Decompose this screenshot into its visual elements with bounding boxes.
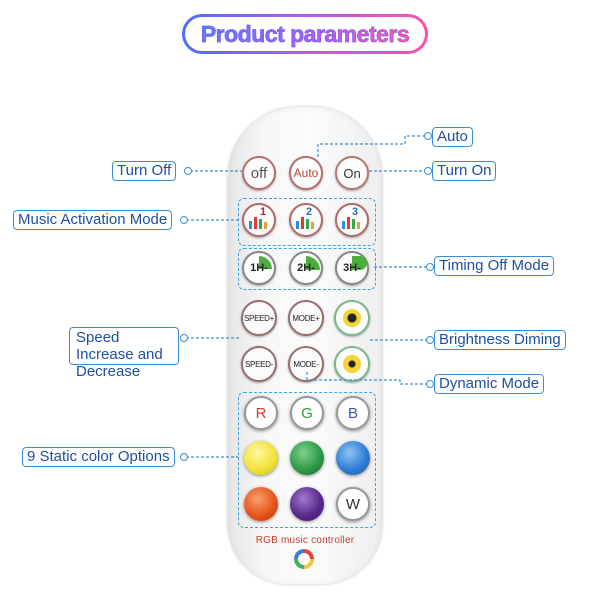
- label-dot: [426, 336, 434, 344]
- auto-label: Auto: [432, 127, 473, 147]
- mode-down-button[interactable]: MODE-: [288, 346, 324, 382]
- on-button[interactable]: On: [335, 156, 369, 190]
- timer-3h-button[interactable]: 3H-: [335, 251, 369, 285]
- music-activation-label: Music Activation Mode: [13, 210, 173, 230]
- brand-text: RGB music controller: [255, 535, 355, 546]
- equalizer-icon: [296, 217, 314, 229]
- label-dot: [180, 334, 188, 342]
- timer-1h-label: 1H-: [250, 262, 268, 274]
- turn-off-label: Turn Off: [112, 161, 177, 181]
- speed-label: Speed Increase and Decrease: [69, 327, 179, 380]
- label-dot: [180, 216, 188, 224]
- speed-down-label: SPEED-: [245, 359, 273, 369]
- blue-button-label: B: [347, 404, 358, 422]
- green-button[interactable]: G: [290, 396, 324, 430]
- label-dot: [426, 263, 434, 271]
- title-pill: Product parameters: [182, 14, 428, 54]
- yellow-color-button[interactable]: [244, 441, 278, 475]
- timer-3h-label: 3H-: [343, 262, 361, 274]
- mode-up-button[interactable]: MODE+: [288, 300, 324, 336]
- equalizer-icon: [249, 217, 267, 229]
- green-button-label: G: [301, 404, 313, 422]
- speed-down-button[interactable]: SPEED-: [241, 346, 277, 382]
- label-dot: [426, 380, 434, 388]
- green-color-button[interactable]: [290, 441, 324, 475]
- mode-down-label: MODE-: [293, 359, 319, 369]
- orange-color-button[interactable]: [244, 487, 278, 521]
- brightness-up-button[interactable]: [334, 300, 370, 336]
- music-mode-1-button[interactable]: 1: [242, 203, 276, 237]
- music-group-outline: [238, 198, 376, 246]
- music-mode-2-label: 2: [306, 206, 313, 218]
- label-dot: [184, 167, 192, 175]
- white-button-label: W: [345, 495, 361, 513]
- label-dot: [424, 132, 432, 140]
- auto-button-label: Auto: [293, 166, 319, 180]
- on-button-label: On: [343, 165, 361, 181]
- white-button[interactable]: W: [336, 487, 370, 521]
- purple-color-button[interactable]: [290, 487, 324, 521]
- static-colors-label: 9 Static color Options: [22, 447, 175, 467]
- auto-button[interactable]: Auto: [289, 156, 323, 190]
- music-mode-3-button[interactable]: 3: [335, 203, 369, 237]
- dynamic-mode-label: Dynamic Mode: [434, 374, 545, 394]
- brightness-down-button[interactable]: [334, 346, 370, 382]
- off-button-label: off: [250, 164, 268, 182]
- speed-up-label: SPEED+: [244, 313, 274, 323]
- music-mode-3-label: 3: [352, 206, 359, 218]
- timer-2h-button[interactable]: 2H-: [289, 251, 323, 285]
- timer-2h-label: 2H-: [297, 262, 315, 274]
- label-dot: [180, 453, 188, 461]
- timer-1h-button[interactable]: 1H-: [242, 251, 276, 285]
- blue-button[interactable]: B: [336, 396, 370, 430]
- turn-on-label: Turn On: [432, 161, 497, 181]
- timing-off-label: Timing Off Mode: [434, 256, 555, 276]
- page-title: Product parameters: [200, 20, 410, 47]
- speed-up-button[interactable]: SPEED+: [241, 300, 277, 336]
- music-mode-2-button[interactable]: 2: [289, 203, 323, 237]
- mode-up-label: MODE+: [292, 313, 320, 323]
- sun-icon: [343, 309, 361, 327]
- static-color-group-outline: [238, 392, 376, 528]
- blue-color-button[interactable]: [336, 441, 370, 475]
- red-button-label: R: [255, 404, 267, 422]
- timer-group-outline: [238, 248, 376, 290]
- sun-icon: [343, 355, 361, 373]
- red-button[interactable]: R: [244, 396, 278, 430]
- off-button[interactable]: off: [242, 156, 276, 190]
- logo-icon: [294, 549, 314, 569]
- music-mode-1-label: 1: [260, 206, 267, 218]
- clock-icon: [352, 256, 367, 270]
- equalizer-icon: [342, 217, 360, 229]
- label-dot: [424, 167, 432, 175]
- brightness-label: Brightness Diming: [434, 330, 566, 350]
